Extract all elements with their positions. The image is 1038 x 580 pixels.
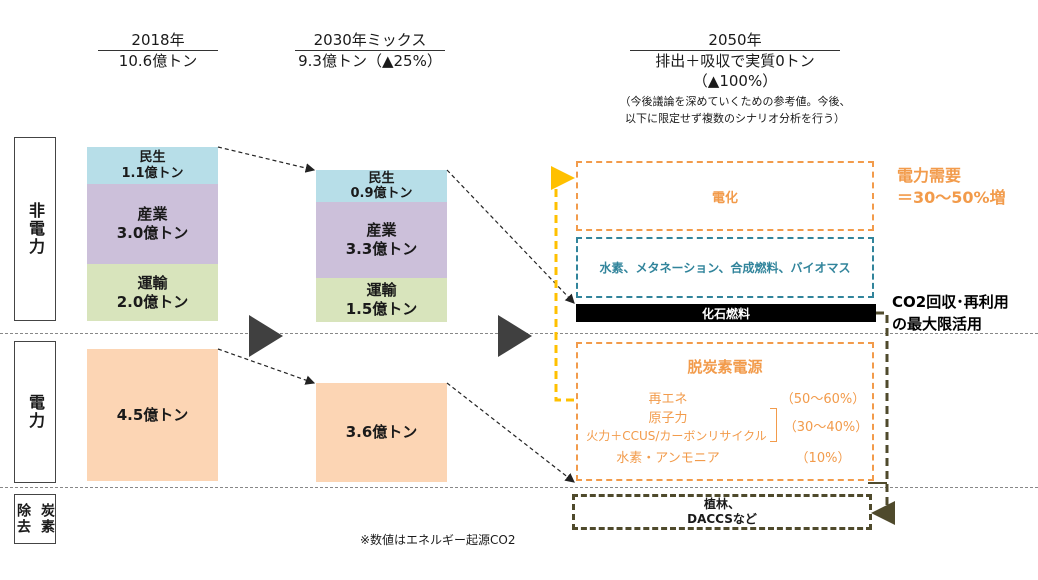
header-2050-note-line2: 以下に限定せず複数のシナリオ分析を行う） — [625, 112, 845, 125]
bar-2030-sangyo-name: 産業 — [366, 221, 397, 239]
co2-reuse-flow-arrow — [871, 311, 895, 525]
side-label-non-power-text: 非電力 — [26, 202, 45, 256]
decarb-bracket — [770, 408, 777, 442]
bar-2030-power: 3.6億トン — [316, 383, 447, 482]
box-2050-removal-line1: 植林、 — [703, 497, 740, 511]
bar-2018-power: 4.5億トン — [87, 349, 218, 481]
header-2030-year: 2030年ミックス — [313, 31, 427, 49]
header-2030-rule — [295, 50, 445, 51]
bar-2018-unyu-name: 運輸 — [137, 273, 168, 292]
decarb-renewable-share: （50〜60%） — [780, 392, 866, 407]
bar-2030-power-value: 3.6億トン — [345, 423, 418, 441]
bar-2018-unyu-value: 2.0億トン — [116, 292, 189, 311]
box-2050-removal-line2: DACCSなど — [687, 512, 757, 526]
decarb-thermal: 火力＋CCUS/カーボンリサイクル — [586, 429, 767, 443]
header-2050-total-line1: 排出＋吸収で実質0トン — [655, 52, 815, 70]
header-2050: 2050年 排出＋吸収で実質0トン （▲100%） （今後議論を深めていくための… — [590, 30, 880, 127]
header-2050-year: 2050年 — [708, 31, 762, 49]
connector-2030-2050-top — [446, 169, 575, 304]
co2-line2: の最大限活用 — [892, 315, 983, 333]
decarb-ammonia-share: （10%） — [795, 451, 851, 466]
box-2050-decarb-power: 脱炭素電源 再エネ （50〜60%） 原子力 火力＋CCUS/カーボンリサイクル… — [576, 342, 874, 481]
decarb-nuclear-thermal-share: （30〜40%） — [783, 420, 869, 435]
bar-2018-sangyo: 産業 3.0億トン — [87, 184, 218, 264]
decarb-title: 脱炭素電源 — [687, 358, 763, 376]
header-2050-total-line2: （▲100%） — [692, 72, 778, 90]
connector-2018-2030-power — [217, 348, 316, 385]
bar-2018-minsei: 民生 1.1億トン — [87, 147, 218, 184]
header-2018-rule — [98, 50, 218, 51]
bar-2030-unyu: 運輸 1.5億トン — [316, 278, 447, 322]
side-label-removal: 除去 炭素 — [14, 494, 56, 544]
header-2018: 2018年 10.6億トン — [90, 30, 226, 71]
bar-2030-unyu-value: 1.5億トン — [345, 300, 418, 318]
co2-line1: CO2回収･再利用 — [892, 293, 1009, 311]
box-2050-fossil-label: 化石燃料 — [701, 306, 750, 321]
box-2050-hydrogen-label: 水素、メタネーション、合成燃料、バイオマス — [599, 261, 851, 275]
bar-2030-minsei: 民生 0.9億トン — [316, 170, 447, 202]
decarb-ammonia: 水素・アンモニア — [616, 451, 720, 466]
stage-arrow-2 — [498, 315, 532, 357]
bar-2018-power-value: 4.5億トン — [116, 405, 189, 424]
bar-2018-minsei-name: 民生 — [139, 149, 166, 165]
box-2050-electrification: 電化 — [576, 161, 874, 231]
bar-2018-sangyo-name: 産業 — [137, 205, 168, 223]
electrification-flow-arrow — [551, 166, 575, 402]
header-2050-note-line1: （今後議論を深めていくための参考値。今後、 — [619, 95, 851, 108]
decarb-nuclear: 原子力 — [648, 411, 688, 426]
bar-2018-minsei-value: 1.1億トン — [121, 165, 184, 181]
side-label-power-text: 電力 — [26, 394, 45, 430]
header-2030: 2030年ミックス 9.3億トン（▲25%） — [290, 30, 450, 71]
box-2050-fossil: 化石燃料 — [576, 304, 876, 322]
side-label-removal-b: 除去 — [15, 503, 31, 535]
bar-2030-sangyo-value: 3.3億トン — [345, 240, 418, 258]
header-2050-rule — [630, 50, 840, 51]
power-demand-note: 電力需要 ＝30〜50%増 — [897, 165, 1006, 209]
header-2018-year: 2018年 — [131, 31, 185, 49]
decarb-renewable: 再エネ — [648, 392, 688, 407]
side-label-removal-a: 炭素 — [39, 503, 55, 535]
separator-removal — [0, 487, 1038, 488]
bar-2030-sangyo: 産業 3.3億トン — [316, 202, 447, 278]
bar-2030-minsei-value: 0.9億トン — [350, 186, 413, 201]
footnote: ※数値はエネルギー起源CO2 — [360, 533, 516, 547]
box-2050-hydrogen: 水素、メタネーション、合成燃料、バイオマス — [576, 237, 874, 298]
bar-2018-sangyo-value: 3.0億トン — [116, 224, 189, 242]
bar-2018-unyu: 運輸 2.0億トン — [87, 264, 218, 321]
power-demand-line1: 電力需要 — [897, 166, 962, 185]
box-2050-electrification-label: 電化 — [711, 190, 738, 206]
co2-note: CO2回収･再利用 の最大限活用 — [892, 291, 1009, 335]
bar-2030-unyu-name: 運輸 — [366, 281, 397, 299]
stage-arrow-1 — [249, 315, 283, 357]
connector-2018-2030-top — [217, 146, 316, 173]
header-2030-total: 9.3億トン（▲25%） — [298, 52, 442, 70]
side-label-power: 電力 — [14, 341, 56, 483]
header-2018-total: 10.6億トン — [118, 52, 198, 70]
bar-2030-minsei-name: 民生 — [368, 171, 395, 186]
box-2050-removal: 植林、 DACCSなど — [572, 494, 872, 530]
connector-2030-2050-power — [446, 382, 575, 483]
side-label-non-power: 非電力 — [14, 137, 56, 321]
power-demand-line2: ＝30〜50%増 — [897, 188, 1006, 207]
